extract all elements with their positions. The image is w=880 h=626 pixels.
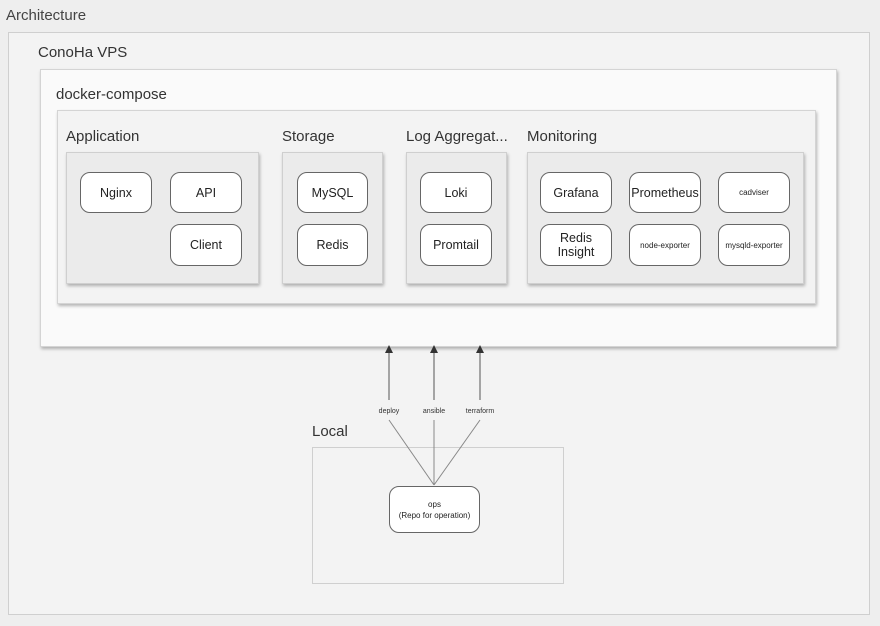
group-label-application: Application xyxy=(66,128,140,145)
node-grafana: Grafana xyxy=(540,172,612,213)
ops-subtitle: (Repo for operation) xyxy=(398,510,471,520)
node-prometheus: Prometheus xyxy=(629,172,701,213)
node-mysql: MySQL xyxy=(297,172,368,213)
local-label: Local xyxy=(312,423,348,440)
node-api: API xyxy=(170,172,242,213)
vps-label: ConoHa VPS xyxy=(38,44,128,61)
diagram-title: Architecture xyxy=(6,7,87,24)
node-redis: Redis xyxy=(297,224,368,266)
node-ops: ops (Repo for operation) xyxy=(389,486,480,533)
node-promtail: Promtail xyxy=(420,224,492,266)
group-label-monitoring: Monitoring xyxy=(527,128,598,145)
node-node-exporter: node-exporter xyxy=(629,224,701,266)
node-loki: Loki xyxy=(420,172,492,213)
node-cadviser: cadviser xyxy=(718,172,790,213)
node-redis-insight: Redis Insight xyxy=(540,224,612,266)
ops-title: ops xyxy=(428,499,441,509)
docker-compose-label: docker-compose xyxy=(56,86,167,103)
group-label-log-aggregation: Log Aggregat... xyxy=(406,128,508,145)
node-mysqld-exporter: mysqld-exporter xyxy=(718,224,790,266)
node-nginx: Nginx xyxy=(80,172,152,213)
group-label-storage: Storage xyxy=(282,128,335,145)
node-client: Client xyxy=(170,224,242,266)
